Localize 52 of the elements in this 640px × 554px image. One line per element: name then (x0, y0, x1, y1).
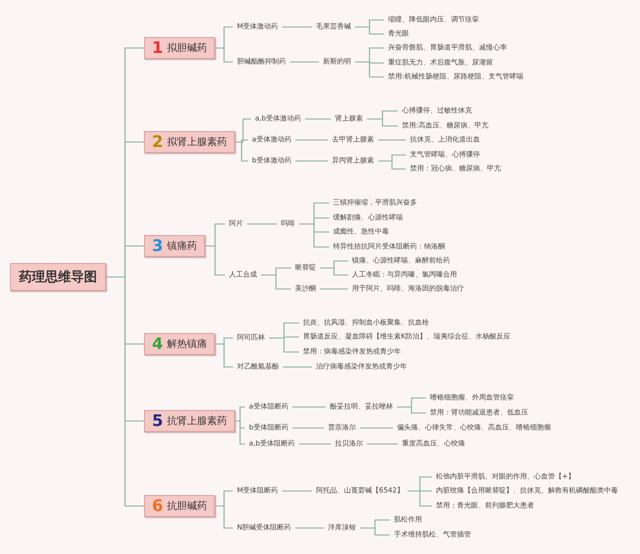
connector-line (235, 420, 245, 445)
branch-title: 解热镇痛 (167, 338, 208, 351)
connector-line (215, 505, 233, 529)
connector-line (247, 223, 277, 225)
branch-number: 3 (152, 237, 164, 255)
connector-line (215, 343, 233, 368)
connector-line (292, 427, 324, 429)
branch-title: 抗胆碱药 (167, 500, 208, 513)
branch-topic-box (144, 131, 236, 153)
connector-line (320, 267, 348, 276)
branch-title: 拟胆碱药 (167, 42, 208, 55)
connector-line (295, 139, 328, 141)
connector-line (367, 443, 398, 445)
branch-topic-box (144, 333, 216, 355)
connector-line (282, 490, 312, 492)
connector-line (355, 26, 384, 35)
connector-line (290, 61, 319, 63)
connector-line (408, 490, 432, 507)
branch-number: 6 (152, 497, 164, 515)
branch-topic-box (144, 410, 236, 432)
connector-line (397, 406, 426, 414)
branch-topic-box (144, 235, 206, 257)
connector-line (360, 427, 393, 429)
connector-line (215, 47, 233, 63)
root-topic-box: 药理思维导图 (10, 263, 106, 291)
branch-number: 5 (152, 412, 164, 430)
branch-topic-box (144, 37, 216, 59)
connector-line (295, 527, 324, 529)
connector-line (360, 527, 390, 536)
connector-line (298, 443, 331, 445)
branch-title: 镇痛药 (167, 240, 198, 253)
connector-line (235, 141, 248, 162)
connector-line (304, 118, 331, 120)
connector-line (299, 223, 329, 248)
branch-number: 1 (152, 39, 164, 57)
branch-number: 2 (152, 133, 164, 151)
connector-line (269, 337, 299, 353)
connector-line (282, 26, 312, 28)
branch-number: 4 (152, 335, 164, 353)
connector-line (261, 274, 291, 290)
branch-title: 抗肾上腺素药 (167, 414, 228, 428)
branch-topic-box (144, 495, 216, 517)
connector-line (378, 139, 406, 141)
connector-line (106, 276, 144, 507)
branch-title: 拟肾上腺素药 (167, 136, 228, 149)
connector-line (378, 160, 406, 170)
connector-line (295, 160, 328, 162)
connector-line (367, 118, 398, 127)
connector-line (320, 288, 348, 290)
connector-line (283, 366, 312, 368)
connector-line (355, 61, 384, 78)
connector-line (292, 406, 326, 408)
